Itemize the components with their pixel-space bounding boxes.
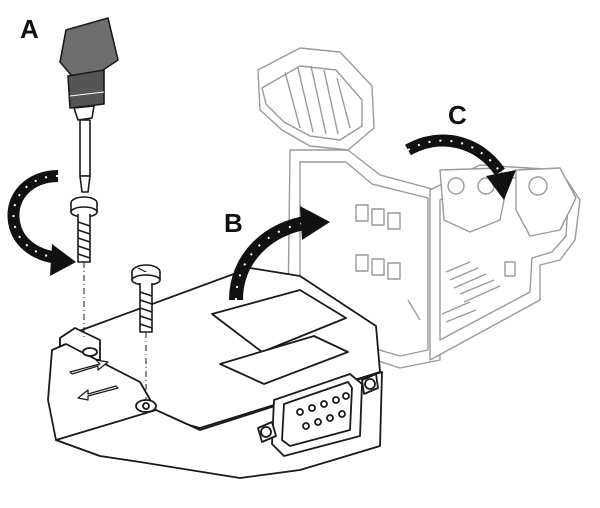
alignment-lines <box>83 262 147 400</box>
step-label-a: A <box>20 14 39 44</box>
close-latch-arrow-icon <box>405 134 516 200</box>
screw-a <box>70 196 98 263</box>
step-label-c: C <box>448 100 467 130</box>
opened-hood-ghost <box>257 47 581 369</box>
step-label-b: B <box>224 208 243 238</box>
screw-b <box>131 264 161 333</box>
connector-housing <box>47 267 383 479</box>
screwdriver-icon <box>59 17 119 193</box>
rotate-counterclockwise-arrow-icon <box>7 170 76 276</box>
open-hood-arrow-icon <box>229 206 330 301</box>
